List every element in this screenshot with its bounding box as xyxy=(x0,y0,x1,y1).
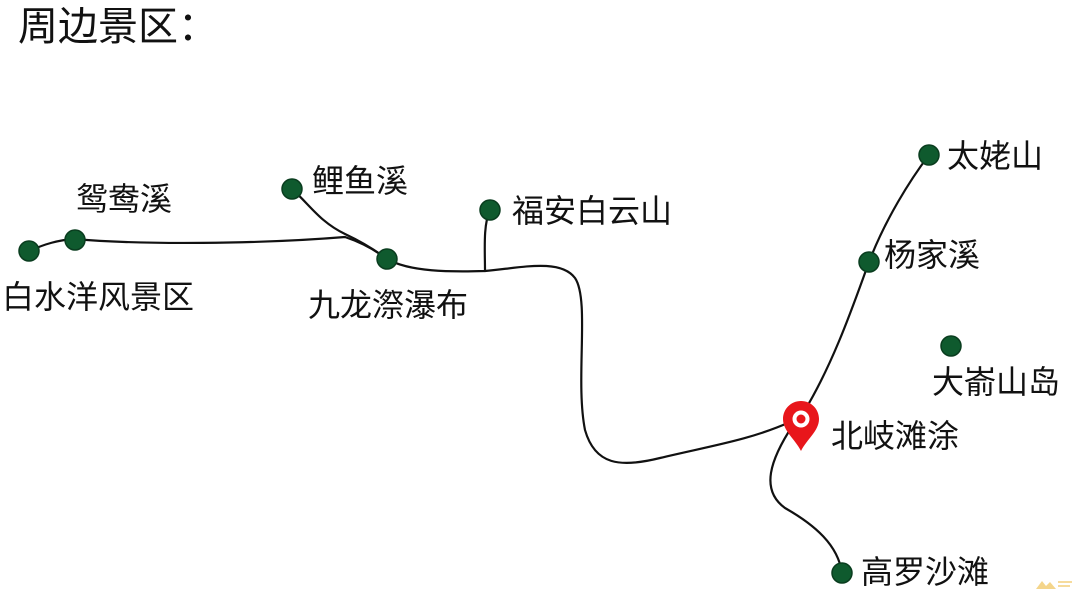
dot-gaoluoshatan[interactable] xyxy=(831,562,853,584)
label-yangjiaxi: 杨家溪 xyxy=(884,236,981,274)
page-title: 周边景区： xyxy=(18,4,218,50)
dot-dayushandao[interactable] xyxy=(940,335,962,357)
route-liyuxi-to-jiulongji xyxy=(290,187,389,261)
label-gaoluoshatan: 高罗沙滩 xyxy=(861,553,990,591)
label-fuanbaiyunshan: 福安白云山 xyxy=(512,192,673,230)
route-beiqitantu-to-gaoluoshatan xyxy=(769,423,844,575)
place-dots xyxy=(18,144,962,584)
route-lines xyxy=(27,153,931,575)
location-pin-icon[interactable] xyxy=(783,401,819,451)
dot-taimushan[interactable] xyxy=(918,144,940,166)
label-yuanyangxi: 鸳鸯溪 xyxy=(76,180,173,218)
route-jiulongji-to-beiqitantu xyxy=(385,257,792,464)
dot-baishuiyang[interactable] xyxy=(18,240,40,262)
dot-yangjiaxi[interactable] xyxy=(858,251,880,273)
route-beiqitantu-to-taimushan xyxy=(803,153,931,412)
label-beiqitantu: 北岐滩涂 xyxy=(831,417,960,455)
label-baishuiyang: 白水洋风景区 xyxy=(2,278,195,316)
dot-fuanbaiyunshan[interactable] xyxy=(479,199,501,221)
dot-yuanyangxi[interactable] xyxy=(64,229,86,251)
dot-liyuxi[interactable] xyxy=(281,178,303,200)
route-baishuiyang-to-jiulongji xyxy=(27,235,389,261)
label-taimushan: 太姥山 xyxy=(947,137,1044,175)
label-jiulongji: 九龙漈瀑布 xyxy=(308,286,469,324)
watermark-logo-icon xyxy=(1036,581,1072,589)
label-liyuxi: 鲤鱼溪 xyxy=(312,162,409,200)
dot-jiulongji[interactable] xyxy=(376,248,398,270)
label-dayushandao: 大嵛山岛 xyxy=(932,363,1061,401)
